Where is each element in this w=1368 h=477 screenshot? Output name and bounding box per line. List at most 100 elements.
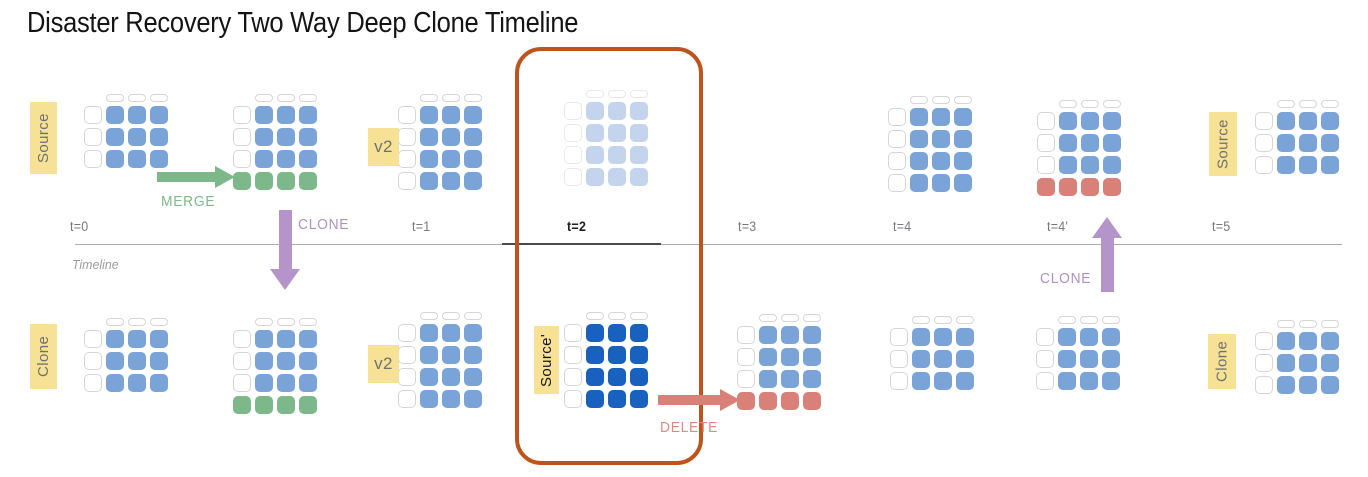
grid-row — [233, 352, 317, 370]
data-cell — [1059, 112, 1077, 130]
header-pill — [106, 318, 124, 326]
grid-row — [1036, 350, 1120, 368]
header-pill — [277, 318, 295, 326]
header-pill — [1299, 320, 1317, 328]
grid-row — [1255, 156, 1339, 174]
grid-row — [398, 368, 482, 386]
grid-row — [233, 106, 317, 124]
grid-row — [737, 326, 821, 344]
header-pill — [630, 90, 648, 98]
data-cell — [759, 326, 777, 344]
data-cell — [1081, 156, 1099, 174]
key-cell — [564, 324, 582, 342]
extra-data-cell — [1059, 178, 1077, 196]
data-cell — [954, 152, 972, 170]
grid-clone-t3 — [737, 314, 821, 410]
key-cell — [233, 330, 251, 348]
key-cell — [84, 106, 102, 124]
header-pill — [277, 94, 295, 102]
key-cell — [1037, 156, 1055, 174]
header-pill — [608, 90, 626, 98]
data-cell — [912, 372, 930, 390]
grid-row — [890, 372, 974, 390]
data-cell — [277, 106, 295, 124]
grid-row — [1255, 332, 1339, 350]
data-cell — [1321, 112, 1339, 130]
header-pill — [608, 312, 626, 320]
extra-data-cell — [233, 172, 251, 190]
grid-row — [564, 168, 648, 186]
data-cell — [586, 146, 604, 164]
data-cell — [106, 128, 124, 146]
key-cell — [84, 150, 102, 168]
header-pill — [255, 94, 273, 102]
grid-row — [398, 150, 482, 168]
data-cell — [106, 150, 124, 168]
data-cell — [150, 150, 168, 168]
key-cell — [233, 106, 251, 124]
key-cell — [888, 152, 906, 170]
key-cell — [888, 174, 906, 192]
data-cell — [932, 108, 950, 126]
data-cell — [442, 324, 460, 342]
data-cell — [106, 330, 124, 348]
header-pill — [299, 94, 317, 102]
data-cell — [420, 368, 438, 386]
tag-clone-label-left: Clone — [30, 324, 57, 389]
extra-data-cell — [255, 396, 273, 414]
data-cell — [910, 108, 928, 126]
data-cell — [608, 146, 626, 164]
key-cell — [398, 172, 416, 190]
key-cell — [84, 374, 102, 392]
header-pill-row — [586, 312, 648, 320]
key-cell — [888, 130, 906, 148]
header-pill — [934, 316, 952, 324]
timeline-tick-t5: t=5 — [1212, 219, 1231, 234]
grid-row — [564, 124, 648, 142]
data-cell — [954, 130, 972, 148]
data-cell — [1299, 376, 1317, 394]
grid-row — [1255, 354, 1339, 372]
data-cell — [464, 368, 482, 386]
header-pill-row — [255, 318, 317, 326]
key-cell — [233, 150, 251, 168]
data-cell — [1081, 134, 1099, 152]
grid-row — [398, 128, 482, 146]
grid-clone-t0-cloned — [233, 318, 317, 414]
grid-row — [564, 324, 648, 342]
key-cell — [1255, 156, 1273, 174]
data-cell — [1277, 112, 1295, 130]
data-cell — [1058, 328, 1076, 346]
data-cell — [1059, 134, 1077, 152]
extra-data-cell — [1103, 178, 1121, 196]
clone-up-arrow-head — [1092, 217, 1122, 238]
data-cell — [442, 172, 460, 190]
grid-source-t5 — [1255, 100, 1339, 174]
data-cell — [608, 390, 626, 408]
header-pill — [630, 312, 648, 320]
data-cell — [106, 352, 124, 370]
data-cell — [803, 326, 821, 344]
data-cell — [299, 352, 317, 370]
data-cell — [1102, 372, 1120, 390]
data-cell — [1102, 350, 1120, 368]
data-cell — [1277, 354, 1295, 372]
grid-row — [1036, 372, 1120, 390]
header-pill-row — [586, 90, 648, 98]
data-cell — [1080, 372, 1098, 390]
key-cell — [890, 350, 908, 368]
delete-arrow-shaft — [658, 395, 722, 405]
header-pill — [586, 90, 604, 98]
grid-row — [398, 106, 482, 124]
header-pill — [1321, 100, 1339, 108]
data-cell — [442, 128, 460, 146]
key-cell — [564, 124, 582, 142]
extra-data-cell — [299, 396, 317, 414]
data-cell — [1299, 112, 1317, 130]
timeline-tick-t1: t=1 — [412, 219, 431, 234]
data-cell — [442, 346, 460, 364]
key-cell — [1036, 350, 1054, 368]
data-cell — [956, 328, 974, 346]
timeline-tick-t3: t=3 — [738, 219, 757, 234]
data-cell — [277, 330, 295, 348]
